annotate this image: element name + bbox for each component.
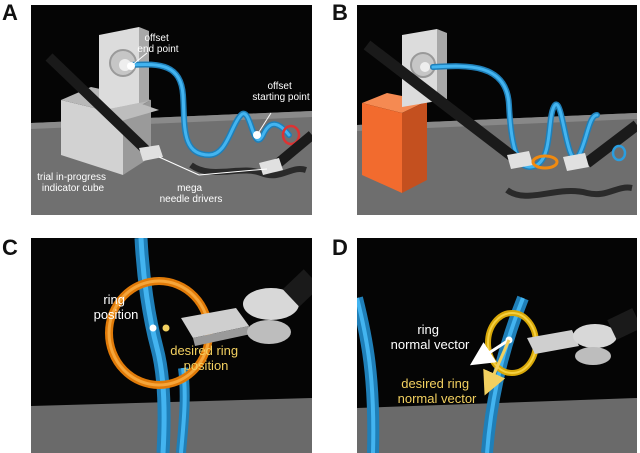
ring xyxy=(281,124,301,146)
label-desired-ring-normal-vector: desired ring normal vector xyxy=(398,376,477,406)
panel-b-scene xyxy=(357,5,637,215)
ring xyxy=(531,154,559,170)
panel-letter-d: D xyxy=(332,235,348,260)
right-needle-driver xyxy=(563,153,589,171)
ring-normal-vector-arrow xyxy=(469,338,510,366)
label-desired-ring-position: desired ring position xyxy=(170,343,242,373)
left-needle-driver xyxy=(139,145,163,161)
floor xyxy=(31,398,312,453)
label-needle-drivers: mega needle drivers xyxy=(160,183,223,205)
panel-letter-b: B xyxy=(332,0,348,25)
right-needle-driver xyxy=(259,158,283,175)
panel-a-scene: offset end point offset starting point t… xyxy=(31,5,312,215)
needle-driver xyxy=(527,330,579,354)
label-ring-normal-vector: ring normal vector xyxy=(391,322,470,352)
label-offset-end-point: offset end point xyxy=(137,33,178,55)
instrument-shaft xyxy=(607,308,637,340)
instrument-shaft xyxy=(282,269,312,307)
ring-position-marker xyxy=(149,324,157,332)
label-ring-position: ring position xyxy=(94,292,139,322)
desired-ring-normal-vector-arrow xyxy=(483,339,511,396)
floor xyxy=(357,398,637,453)
needle-driver-jaw xyxy=(573,324,617,348)
label-offset-starting-point: offset starting point xyxy=(252,81,309,103)
left-instrument-shaft xyxy=(45,53,153,157)
left-instrument-shaft xyxy=(363,40,521,165)
right-instrument-shaft xyxy=(583,120,637,168)
label-trial-cube: trial in-progress indicator cube xyxy=(37,172,109,194)
right-instrument-shaft xyxy=(272,131,312,169)
panel-c-scene: ring position desired ring position xyxy=(31,238,312,453)
needle-driver-jaw xyxy=(243,288,299,320)
needle-driver xyxy=(181,308,249,338)
panel-letter-a: A xyxy=(2,0,18,25)
desired-ring-position-marker xyxy=(162,324,170,332)
panel-d-scene: ring normal vector desired ring normal v… xyxy=(357,238,637,453)
panel-letter-c: C xyxy=(2,235,18,260)
left-needle-driver xyxy=(507,151,533,169)
